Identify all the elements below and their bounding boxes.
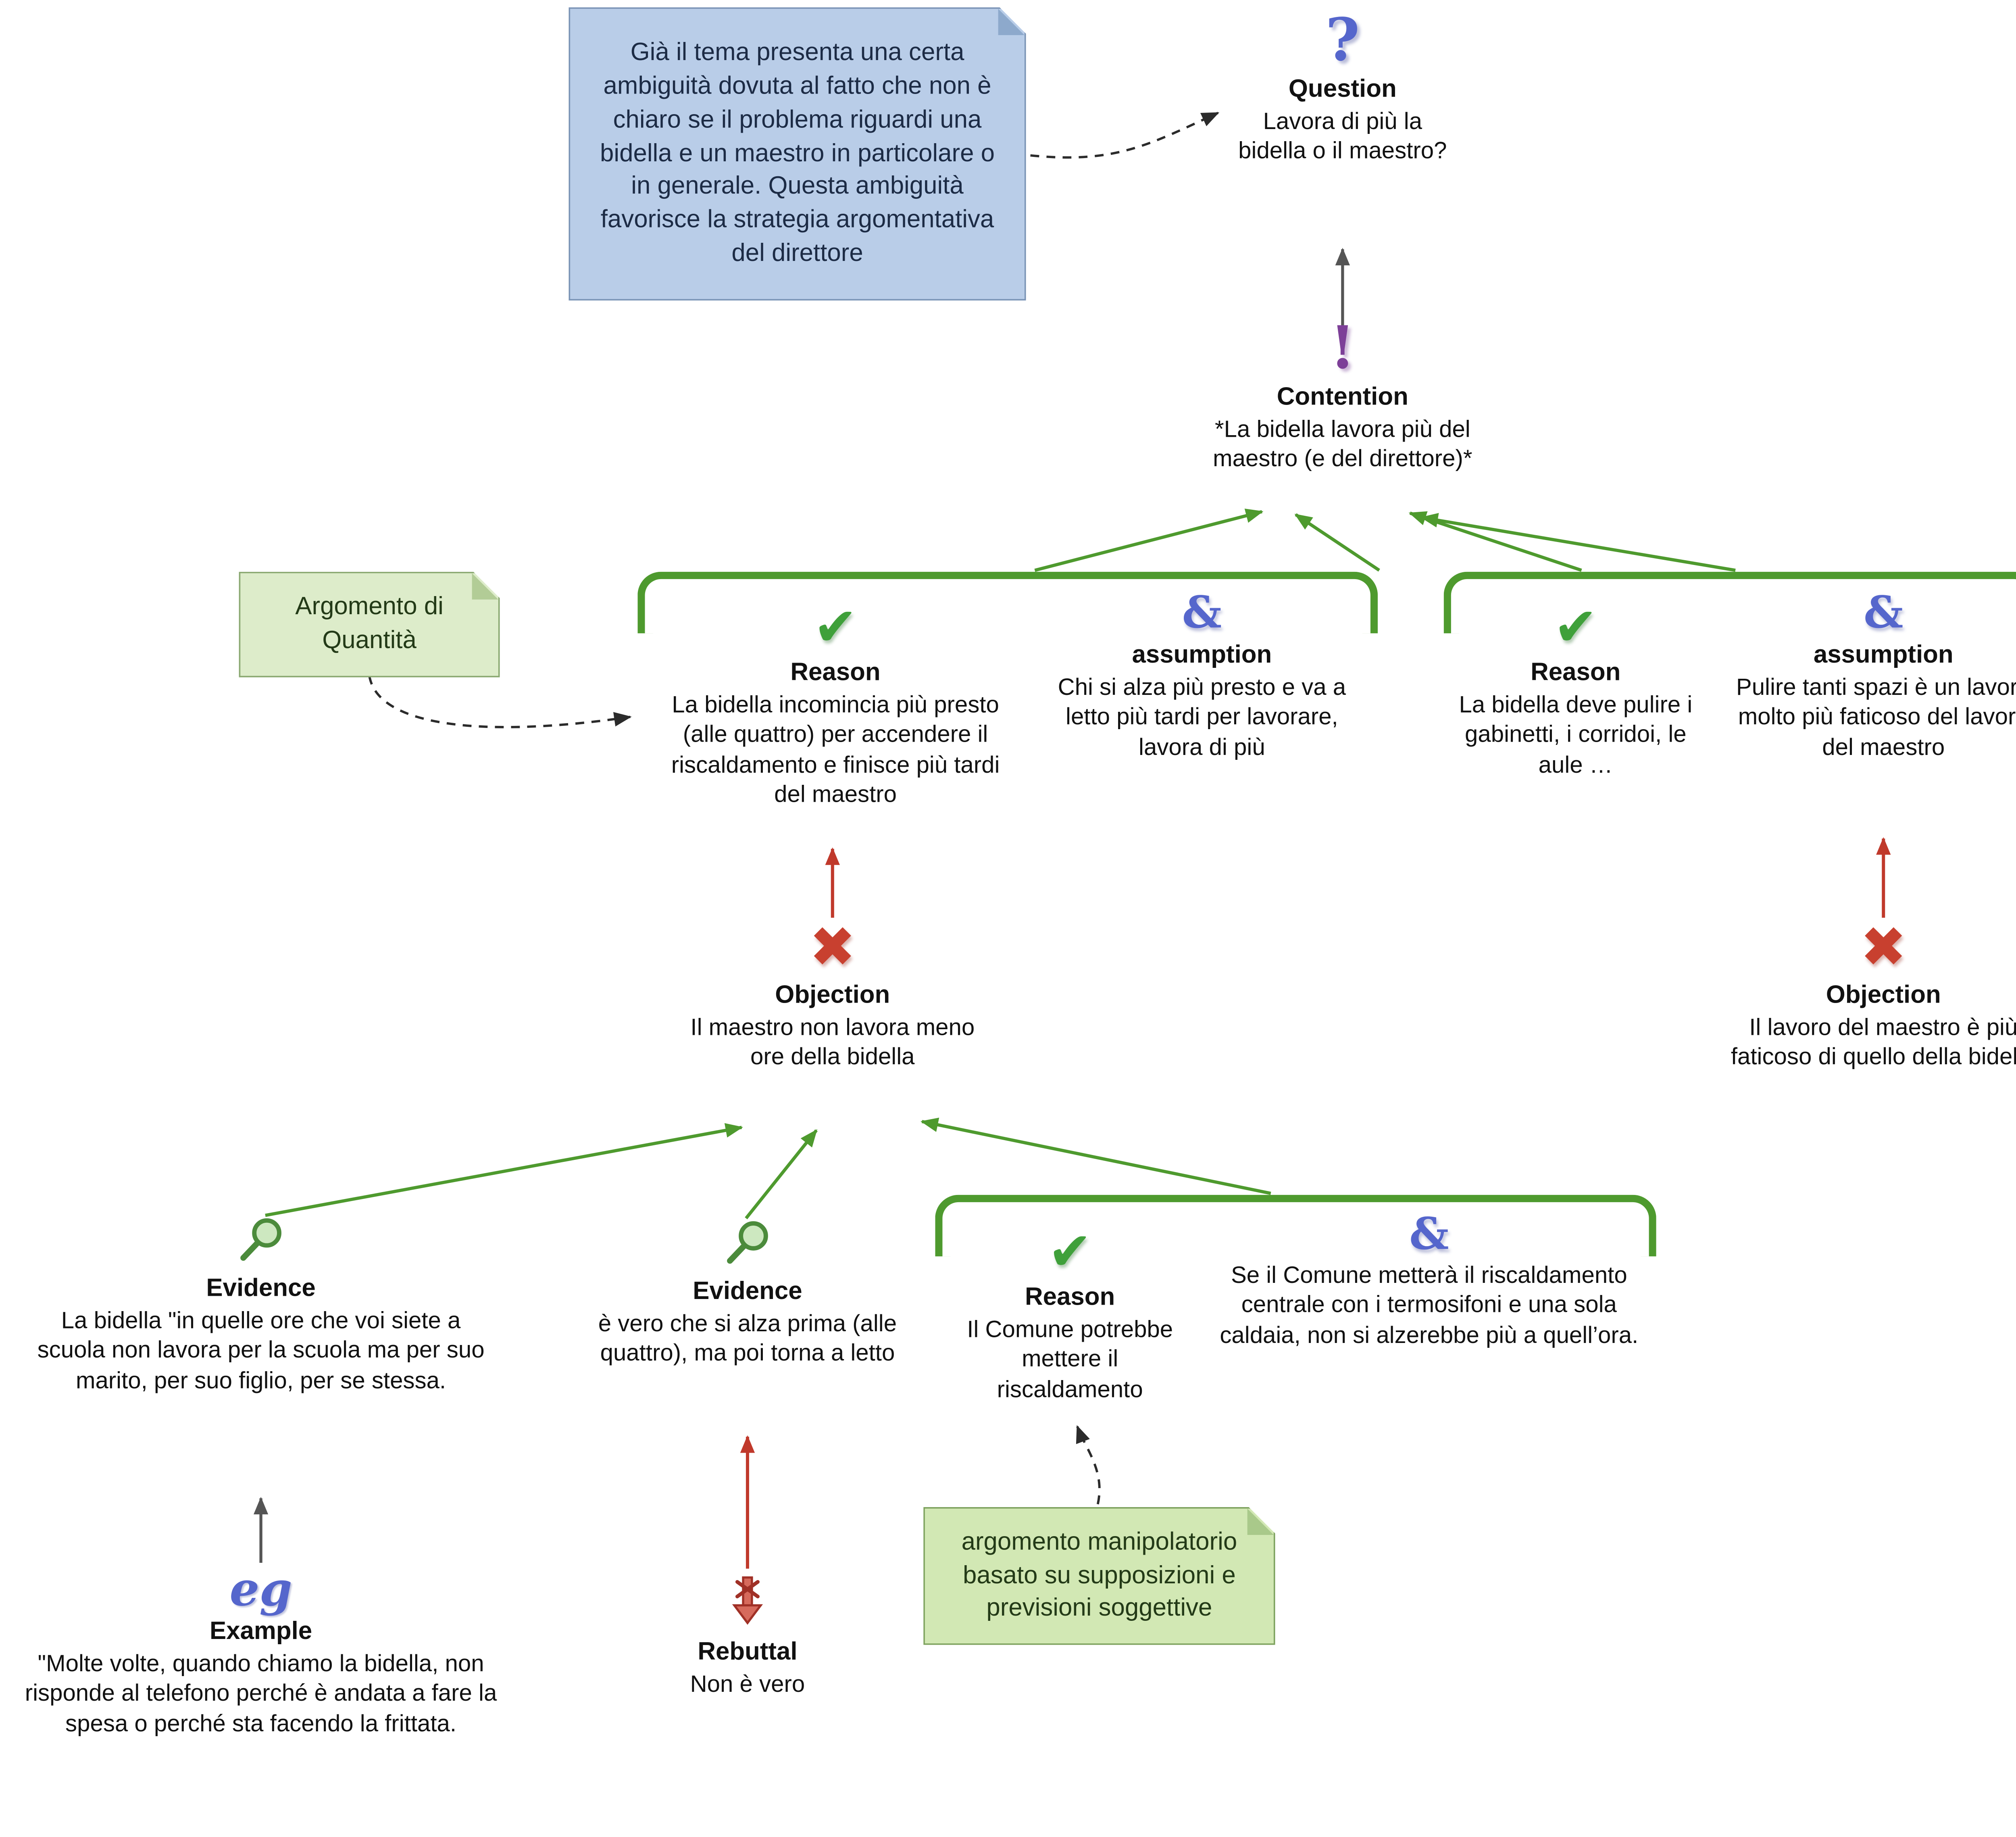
node-contention[interactable]: ! Contention *La bidella lavora più del …	[1189, 319, 1496, 476]
group-bracket-comune	[935, 1195, 1656, 1257]
ampersand-icon: &	[1409, 1209, 1449, 1261]
connector-evidence1-to-objection	[265, 1123, 743, 1217]
contention-label: Contention	[1277, 382, 1408, 411]
connector-note-manipolatorio-to-reason	[1076, 1425, 1101, 1505]
assumption-qualita-label: assumption	[1813, 640, 1954, 669]
evidence1-label: Evidence	[206, 1274, 316, 1302]
question-label: Question	[1288, 75, 1397, 103]
connector-group-quantita-to-contention-2	[1294, 513, 1380, 572]
group-bracket-quantita	[637, 571, 1378, 634]
question-icon: ?	[1325, 6, 1360, 75]
evidence2-text: è vero che si alza prima (alle quattro),…	[598, 1312, 897, 1367]
sticky-note-quantita-text: Argomento di Quantità	[295, 592, 444, 654]
rebuttal-label: Rebuttal	[698, 1637, 798, 1666]
node-assumption-quantita[interactable]: & assumption Chi si alza più presto e va…	[1038, 592, 1366, 764]
node-assumption-qualita[interactable]: & assumption Pulire tanti spazi è un lav…	[1719, 592, 2016, 764]
sticky-note-argomento-quantita[interactable]: Argomento di Quantità	[239, 572, 500, 678]
objection-ore-label: Objection	[775, 980, 890, 1009]
reason-quantita-text: La bidella incomincia più presto (alle q…	[671, 693, 1000, 808]
objection-ore-text: Il maestro non lavora meno ore della bid…	[690, 1016, 975, 1071]
question-text: Lavora di più la bidella o il maestro?	[1238, 110, 1447, 165]
node-rebuttal-non-e-vero[interactable]: Rebuttal Non è vero	[642, 1574, 853, 1701]
node-reason-quantita[interactable]: ✔ Reason La bidella incomincia più prest…	[660, 601, 1011, 811]
reason-comune-text: Il Comune potrebbe mettere il riscaldame…	[967, 1318, 1173, 1403]
contention-text: *La bidella lavora più del maestro (e de…	[1213, 418, 1472, 473]
node-objection-ore[interactable]: ✖ Objection Il maestro non lavora meno o…	[676, 921, 989, 1074]
connector-group-quantita-to-contention-1	[1034, 509, 1264, 572]
exclamation-icon: !	[1329, 313, 1356, 383]
connector-evidence2-to-objection	[745, 1129, 818, 1220]
connector-group-qualita-to-contention-1	[1408, 511, 1582, 572]
check-icon: ✔	[1048, 1221, 1092, 1282]
check-icon: ✔	[813, 596, 858, 657]
magnifier-icon	[236, 1214, 286, 1270]
example-text: "Molte volte, quando chiamo la bidella, …	[25, 1652, 497, 1737]
node-reason-qualita[interactable]: ✔ Reason La bidella deve pulire i gabine…	[1441, 601, 1710, 781]
objection-fatica-text: Il lavoro del maestro è più faticoso di …	[1731, 1016, 2016, 1071]
node-question[interactable]: ? Question Lavora di più la bidella o il…	[1233, 6, 1452, 168]
node-evidence-torna-a-letto[interactable]: Evidence è vero che si alza prima (alle …	[591, 1217, 904, 1370]
magnifier-icon	[723, 1217, 773, 1272]
assumption-quantita-text: Chi si alza più presto e va a letto più …	[1058, 676, 1346, 761]
reason-comune-label: Reason	[1025, 1282, 1115, 1311]
reason-qualita-text: La bidella deve pulire i gabinetti, i co…	[1459, 693, 1693, 778]
evidence1-text: La bidella "in quelle ore che voi siete …	[37, 1309, 485, 1394]
reason-quantita-label: Reason	[790, 658, 881, 686]
evidence2-label: Evidence	[693, 1277, 802, 1305]
cross-icon: ✖	[809, 917, 856, 980]
connector-note-ambiguity-to-question	[1030, 112, 1220, 159]
sticky-note-argomento-manipolatorio[interactable]: argomento manipolatorio basato su suppos…	[923, 1507, 1275, 1645]
node-example-telefono[interactable]: eg Example "Molte volte, quando chiamo l…	[12, 1566, 510, 1740]
node-objection-fatica[interactable]: ✖ Objection Il lavoro del maestro è più …	[1727, 921, 2016, 1074]
cross-icon: ✖	[1860, 917, 1907, 980]
connector-group-comune-to-objection	[920, 1118, 1271, 1195]
node-reason-comune[interactable]: ✔ Reason Il Comune potrebbe mettere il r…	[950, 1221, 1190, 1406]
example-label: Example	[209, 1617, 312, 1645]
assumption-caldaia-text: Se il Comune metterà il riscaldamento ce…	[1220, 1264, 1639, 1349]
sticky-note-manipolatorio-text: argomento manipolatorio basato su suppos…	[961, 1527, 1237, 1622]
check-icon: ✔	[1553, 596, 1598, 657]
rebuttal-text: Non è vero	[690, 1672, 805, 1698]
reason-qualita-label: Reason	[1531, 658, 1621, 686]
ampersand-icon: &	[1182, 588, 1222, 639]
group-bracket-qualita	[1443, 571, 2016, 634]
ampersand-icon: &	[1863, 588, 1904, 639]
connector-group-qualita-to-contention-2	[1420, 513, 1736, 572]
rebuttal-arrow-icon	[729, 1574, 767, 1633]
assumption-qualita-text: Pulire tanti spazi è un lavoro molto più…	[1736, 676, 2016, 761]
eg-icon: eg	[229, 1561, 292, 1617]
node-assumption-caldaia[interactable]: & Se il Comune metterà il riscaldamento …	[1206, 1209, 1652, 1351]
sticky-note-ambiguity-text: Già il tema presenta una certa ambiguità…	[600, 38, 995, 267]
assumption-quantita-label: assumption	[1132, 640, 1272, 669]
node-evidence-lavora-per-se[interactable]: Evidence La bidella "in quelle ore che v…	[26, 1214, 495, 1397]
objection-fatica-label: Objection	[1826, 980, 1941, 1009]
sticky-note-ambiguity[interactable]: Già il tema presenta una certa ambiguità…	[569, 7, 1026, 300]
connector-note-quantita-to-reason	[368, 676, 632, 728]
